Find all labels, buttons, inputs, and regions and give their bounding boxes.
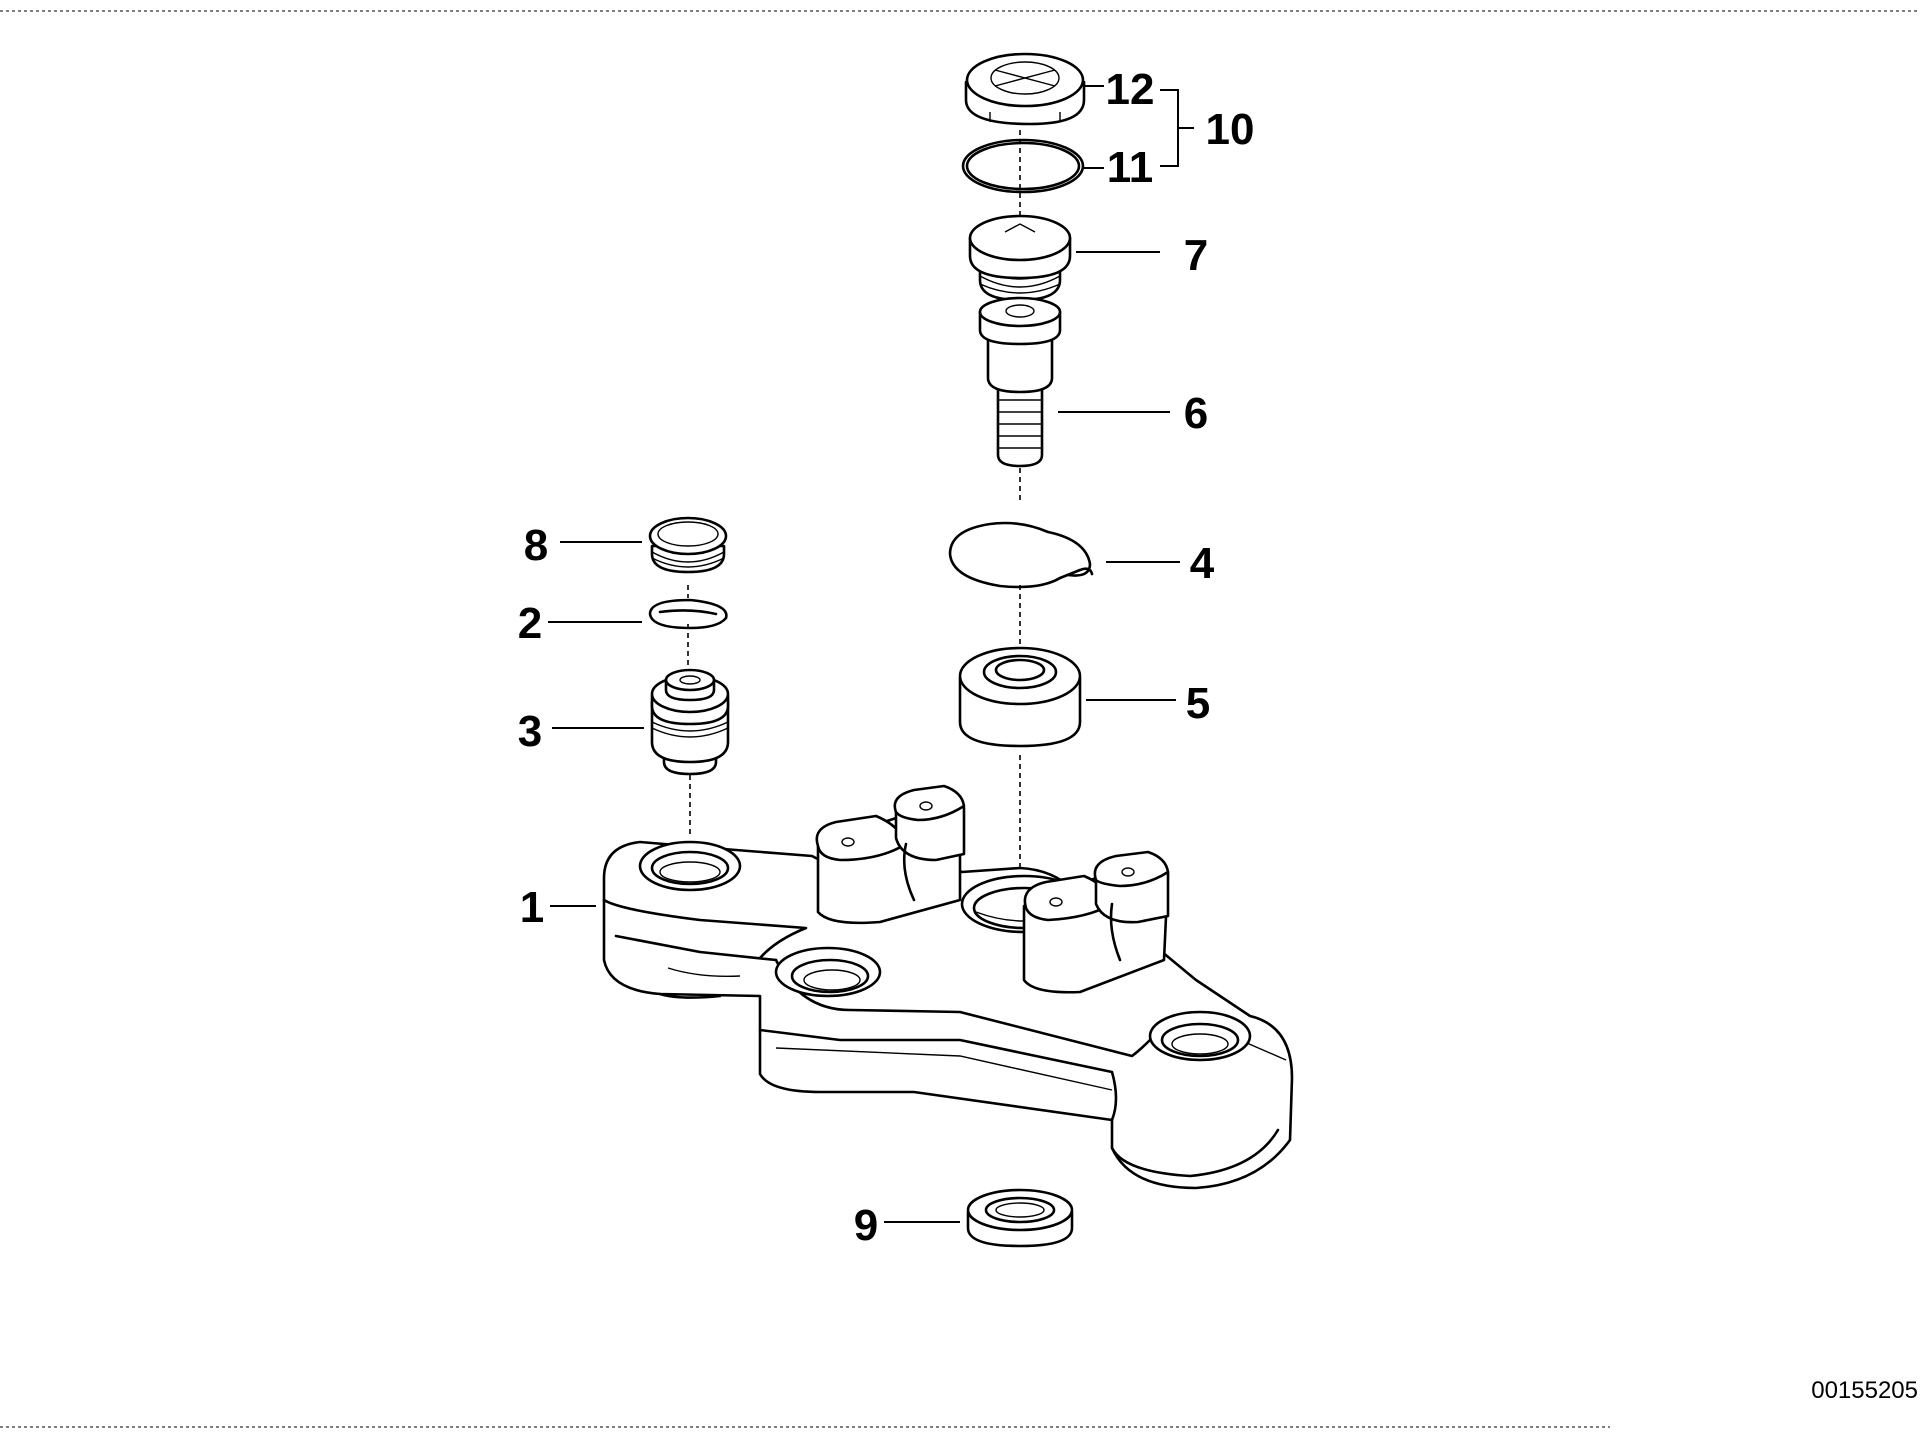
part-9-shaft-seal xyxy=(966,1188,1074,1248)
part-3-rubber-mount xyxy=(650,668,730,776)
part-7-screw-plug xyxy=(968,214,1072,302)
assembly-axis-lines xyxy=(687,130,1021,870)
callout-7: 7 xyxy=(1184,231,1208,280)
part-5-ball-bearing xyxy=(958,646,1082,748)
leader-lines xyxy=(548,85,1194,1223)
callout-4: 4 xyxy=(1190,539,1215,588)
part-6-collar-screw xyxy=(978,296,1062,468)
part-4-circlip xyxy=(948,521,1094,589)
part-8-cap xyxy=(648,516,728,574)
callout-11: 11 xyxy=(1107,143,1154,192)
drawing-number: 00155205 xyxy=(1811,1377,1918,1404)
part-1-fork-bridge xyxy=(602,784,1294,1190)
callout-8: 8 xyxy=(524,521,548,570)
part-2-circlip xyxy=(648,598,728,630)
callout-12: 12 xyxy=(1106,65,1155,114)
callout-6: 6 xyxy=(1184,389,1208,438)
callout-3: 3 xyxy=(518,707,542,756)
callout-5: 5 xyxy=(1186,679,1210,728)
callout-10: 10 xyxy=(1206,105,1255,154)
callout-9: 9 xyxy=(854,1201,878,1250)
callouts: 12 11 10 7 6 4 5 8 2 3 1 9 xyxy=(518,65,1255,1250)
part-11-o-ring xyxy=(961,138,1085,194)
callout-1: 1 xyxy=(520,883,544,932)
callout-2: 2 xyxy=(518,599,542,648)
part-12-badge-cover xyxy=(964,52,1086,126)
